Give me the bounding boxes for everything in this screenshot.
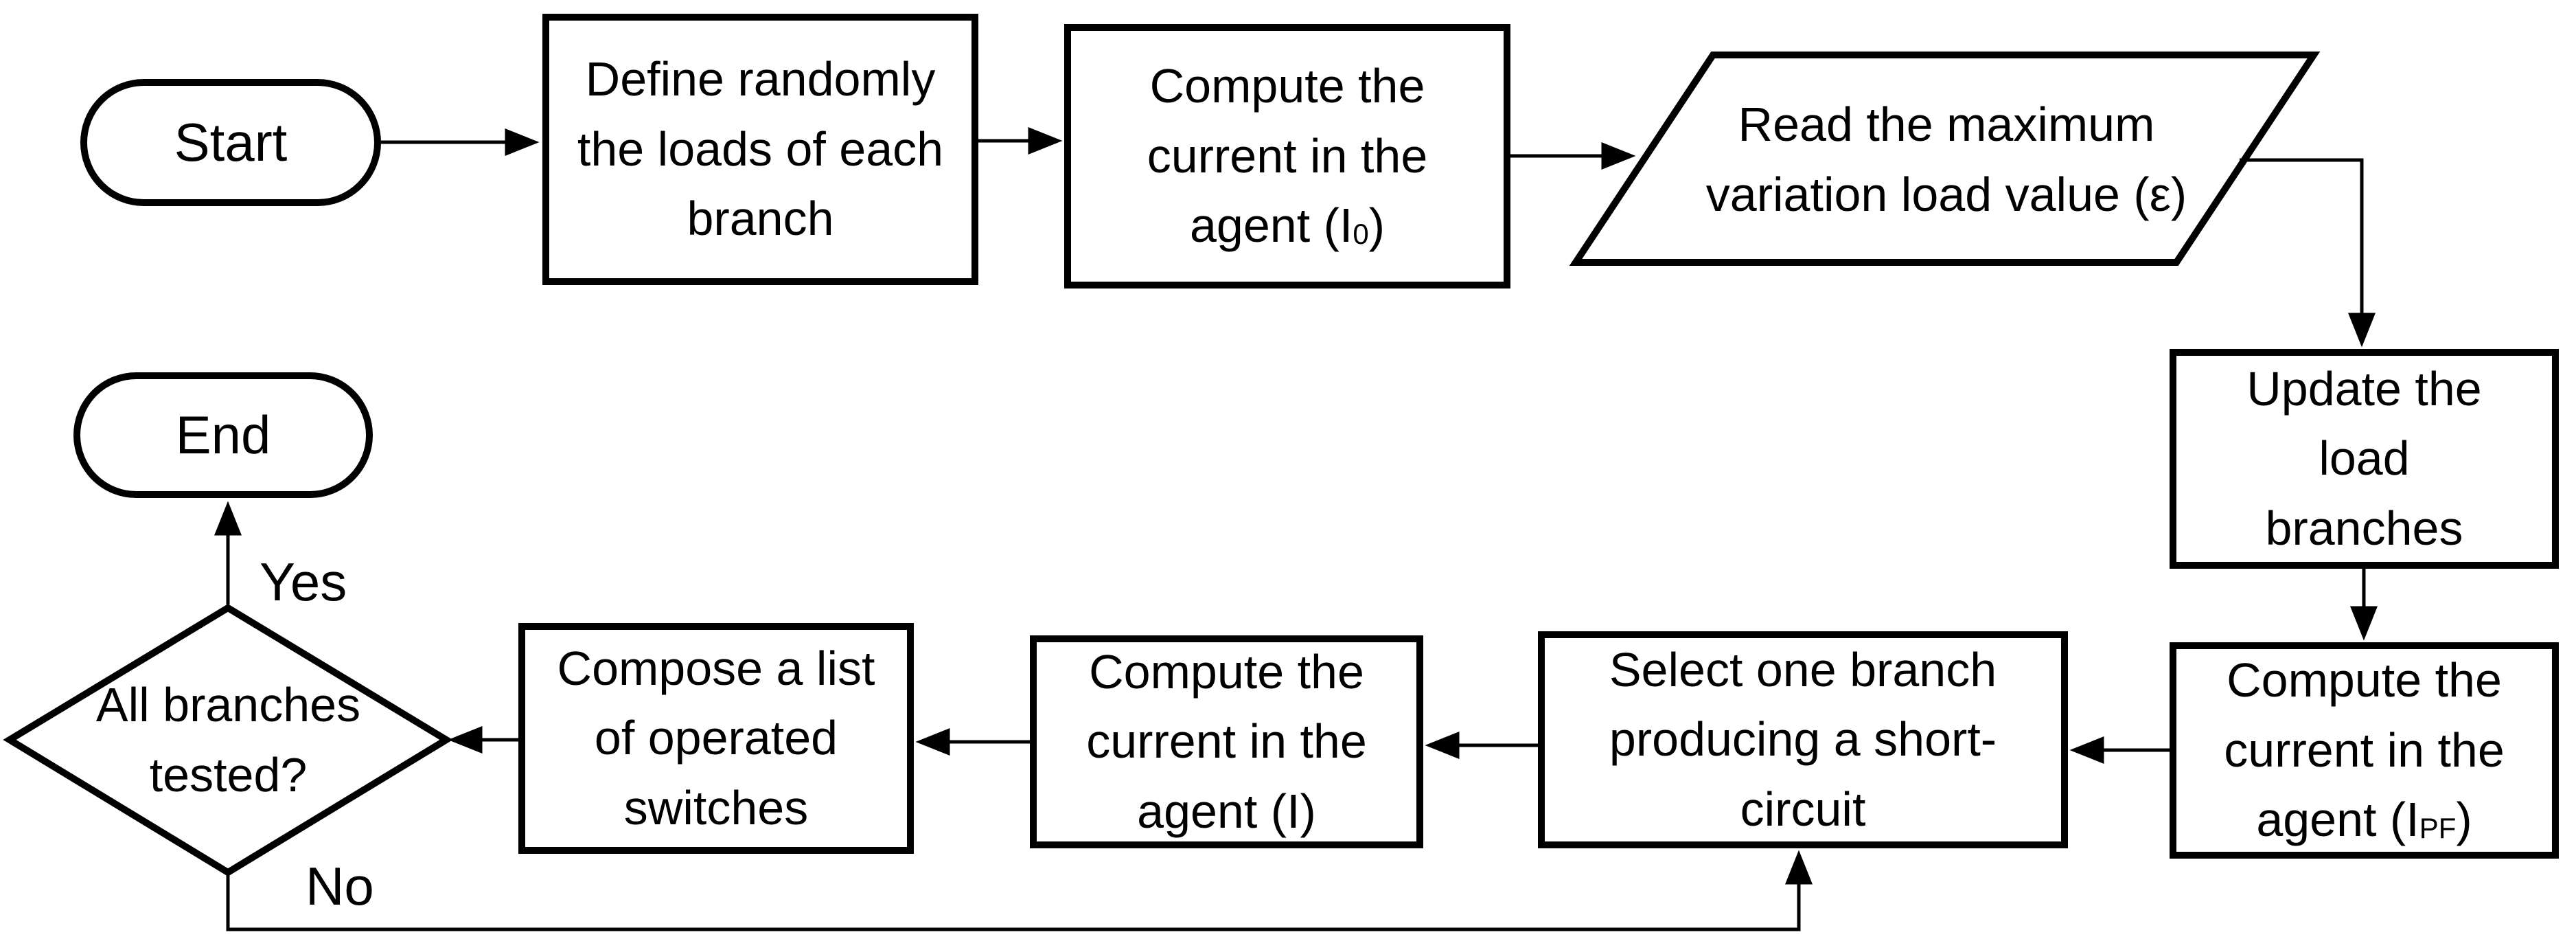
node-compute-ipf-label: Compute the current in the agent (IPF) <box>2224 646 2505 855</box>
node-update-loads: Update the load branches <box>2170 349 2559 569</box>
node-compute-i0: Compute the current in the agent (I0) <box>1064 24 1510 289</box>
node-start: Start <box>80 79 381 206</box>
diamond-shape <box>3 604 453 876</box>
node-define-loads: Define randomly the loads of each branch <box>542 14 978 285</box>
node-select-branch-label: Select one branch producing a short- cir… <box>1609 642 1997 836</box>
node-compute-i0-subscript: 0 <box>1353 218 1369 251</box>
node-select-branch: Select one branch producing a short- cir… <box>1538 631 2068 848</box>
node-compute-ipf-subscript: PF <box>2419 812 2457 845</box>
node-compute-i-label: Compute the current in the agent (I) <box>1086 644 1367 838</box>
edge-read-to-update-arrow <box>2240 158 2376 348</box>
node-end-label: End <box>175 404 271 465</box>
node-update-loads-label: Update the load branches <box>2246 361 2482 555</box>
node-define-loads-label: Define randomly the loads of each branch <box>577 52 944 246</box>
node-compute-i0-text-end: ) <box>1368 199 1385 253</box>
node-compose-list: Compose a list of operated switches <box>518 623 914 854</box>
edge-decision-no-loop-arrow <box>226 850 1813 931</box>
node-start-label: Start <box>174 111 288 172</box>
node-compute-ipf-text: Compute the current in the agent (I <box>2224 653 2505 847</box>
node-compute-i0-text: Compute the current in the agent (I <box>1147 59 1428 253</box>
node-compute-ipf: Compute the current in the agent (IPF) <box>2170 642 2559 859</box>
node-compose-list-label: Compose a list of operated switches <box>557 641 875 835</box>
edge-label-yes: Yes <box>260 552 347 612</box>
parallelogram-shape <box>1569 52 2321 266</box>
node-compute-i: Compute the current in the agent (I) <box>1030 635 1423 848</box>
edge-label-no: No <box>306 856 374 916</box>
node-compute-ipf-text-end: ) <box>2456 793 2472 847</box>
node-compute-i0-label: Compute the current in the agent (I0) <box>1147 52 1428 261</box>
node-end: End <box>73 372 373 498</box>
